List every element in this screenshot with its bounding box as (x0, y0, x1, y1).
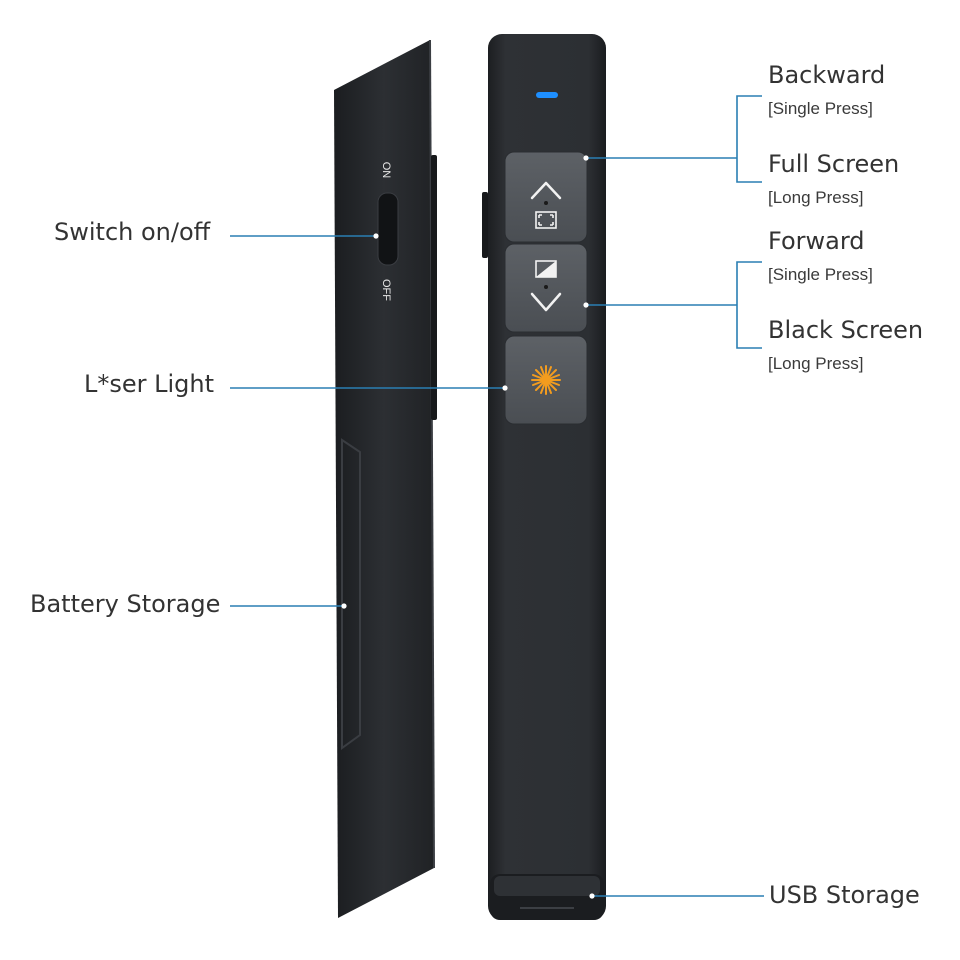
laser-starburst-icon (531, 365, 561, 395)
presenter-front-view (482, 34, 606, 920)
backward-button[interactable] (504, 151, 588, 243)
callout-laser: L*ser Light (84, 370, 215, 398)
forward-button[interactable] (504, 243, 588, 333)
status-indicator-led (536, 92, 558, 98)
presenter-side-view (334, 39, 437, 918)
fullscreen-icon (535, 211, 557, 229)
callout-switch: Switch on/off (54, 218, 211, 246)
callout-fullscreen-title: Full Screen (768, 150, 900, 178)
callout-forward-note: [Single Press] (768, 265, 873, 284)
callout-backward-note: [Single Press] (768, 99, 873, 118)
callout-battery: Battery Storage (30, 590, 221, 618)
leader-endpoints (341, 155, 595, 899)
callout-usb: USB Storage (769, 881, 920, 909)
laser-button[interactable] (504, 335, 588, 425)
callout-backward-title: Backward (768, 61, 886, 89)
callout-blackscreen-title: Black Screen (768, 316, 924, 344)
power-switch[interactable] (377, 192, 399, 266)
switch-off-label: OFF (380, 279, 392, 301)
callout-forward-title: Forward (768, 227, 865, 255)
callout-fullscreen-note: [Long Press] (768, 188, 864, 207)
callout-blackscreen-note: [Long Press] (768, 354, 864, 373)
bracket-up (736, 95, 762, 183)
bracket-down (736, 261, 762, 349)
battery-compartment (341, 438, 361, 750)
usb-cap (490, 874, 604, 920)
front-side-ridge (482, 192, 488, 258)
switch-on-label: ON (380, 162, 392, 179)
side-ridge (431, 155, 437, 420)
side-edge-highlight (429, 39, 435, 869)
black-screen-icon (535, 260, 557, 278)
leader-lines (230, 95, 764, 897)
chevron-up-icon (530, 181, 562, 200)
chevron-down-icon (530, 292, 562, 312)
